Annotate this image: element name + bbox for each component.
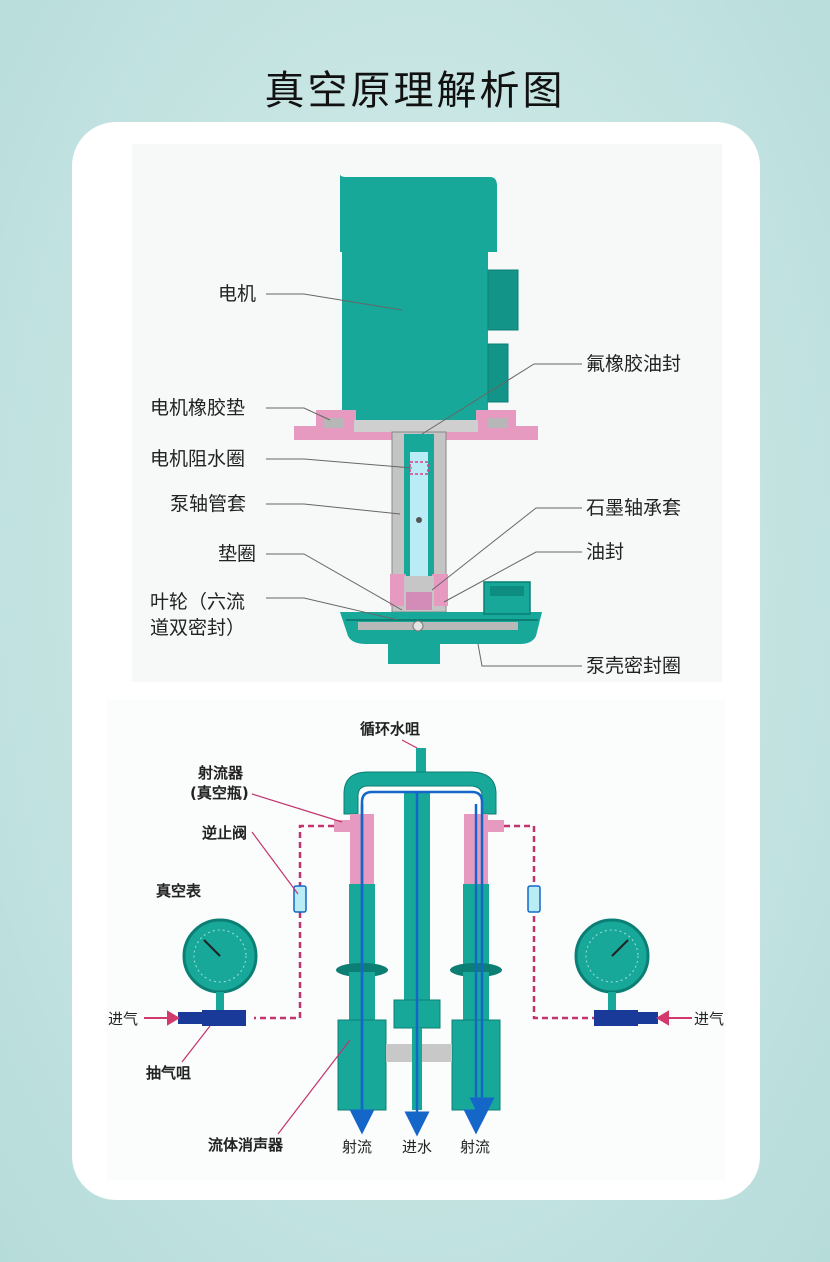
label-oil-seal: 油封 [586,541,624,563]
label-water-in: 进水 [402,1138,432,1156]
label-motor-water-ring: 电机阻水圈 [150,448,245,470]
label-fluid-silencer: 流体消声器 [208,1136,284,1154]
label-jet-right: 射流 [460,1138,490,1156]
label-graphite-bearing-sleeve: 石墨轴承套 [586,497,681,519]
label-suction-nozzle: 抽气咀 [146,1064,191,1082]
motor-cap [340,174,497,252]
label-vacuum-gauge: 真空表 [156,882,202,900]
label-pump-shaft-sleeve: 泵轴管套 [170,493,246,515]
check-valve-icon [528,886,540,912]
suction-nozzle-graphic [202,1010,246,1026]
label-motor-rubber-pad: 电机橡胶垫 [150,397,245,419]
label-fluororubber-oil-seal: 氟橡胶油封 [586,353,681,375]
pump-cutaway: 电机 电机橡胶垫 电机阻水圈 泵轴管套 垫圈 叶轮（六流 道双密封） 氟橡胶油封… [132,144,722,682]
terminal-box [488,270,518,330]
page-title: 真空原理解析图 [0,58,830,116]
label-circulating-nozzle: 循环水咀 [360,720,420,738]
label-washer: 垫圈 [218,543,256,565]
vacuum-schematic: 循环水咀 射流器 (真空瓶) 逆止阀 真空表 进气 进气 抽气咀 流体消声器 射… [106,700,726,1180]
label-ejector-line2: (真空瓶) [190,784,249,802]
label-motor: 电机 [218,283,256,305]
label-impeller-line1: 叶轮（六流 [150,591,245,613]
label-ejector-line1: 射流器 [197,764,244,782]
label-jet-left: 射流 [342,1138,372,1156]
circulating-nozzle-graphic [416,748,426,772]
label-air-in-right: 进气 [694,1010,724,1028]
diagram-card: 电机 电机橡胶垫 电机阻水圈 泵轴管套 垫圈 叶轮（六流 道双密封） 氟橡胶油封… [72,122,760,1200]
label-check-valve: 逆止阀 [202,824,247,842]
label-impeller-line2: 道双密封） [150,617,245,639]
label-pump-case-seal-ring: 泵壳密封圈 [586,655,681,677]
check-valve-icon [294,886,306,912]
label-air-in-left: 进气 [108,1010,138,1028]
vacuum-principle-diagram: 电机 电机橡胶垫 电机阻水圈 泵轴管套 垫圈 叶轮（六流 道双密封） 氟橡胶油封… [72,122,760,1200]
motor-body [342,252,488,420]
